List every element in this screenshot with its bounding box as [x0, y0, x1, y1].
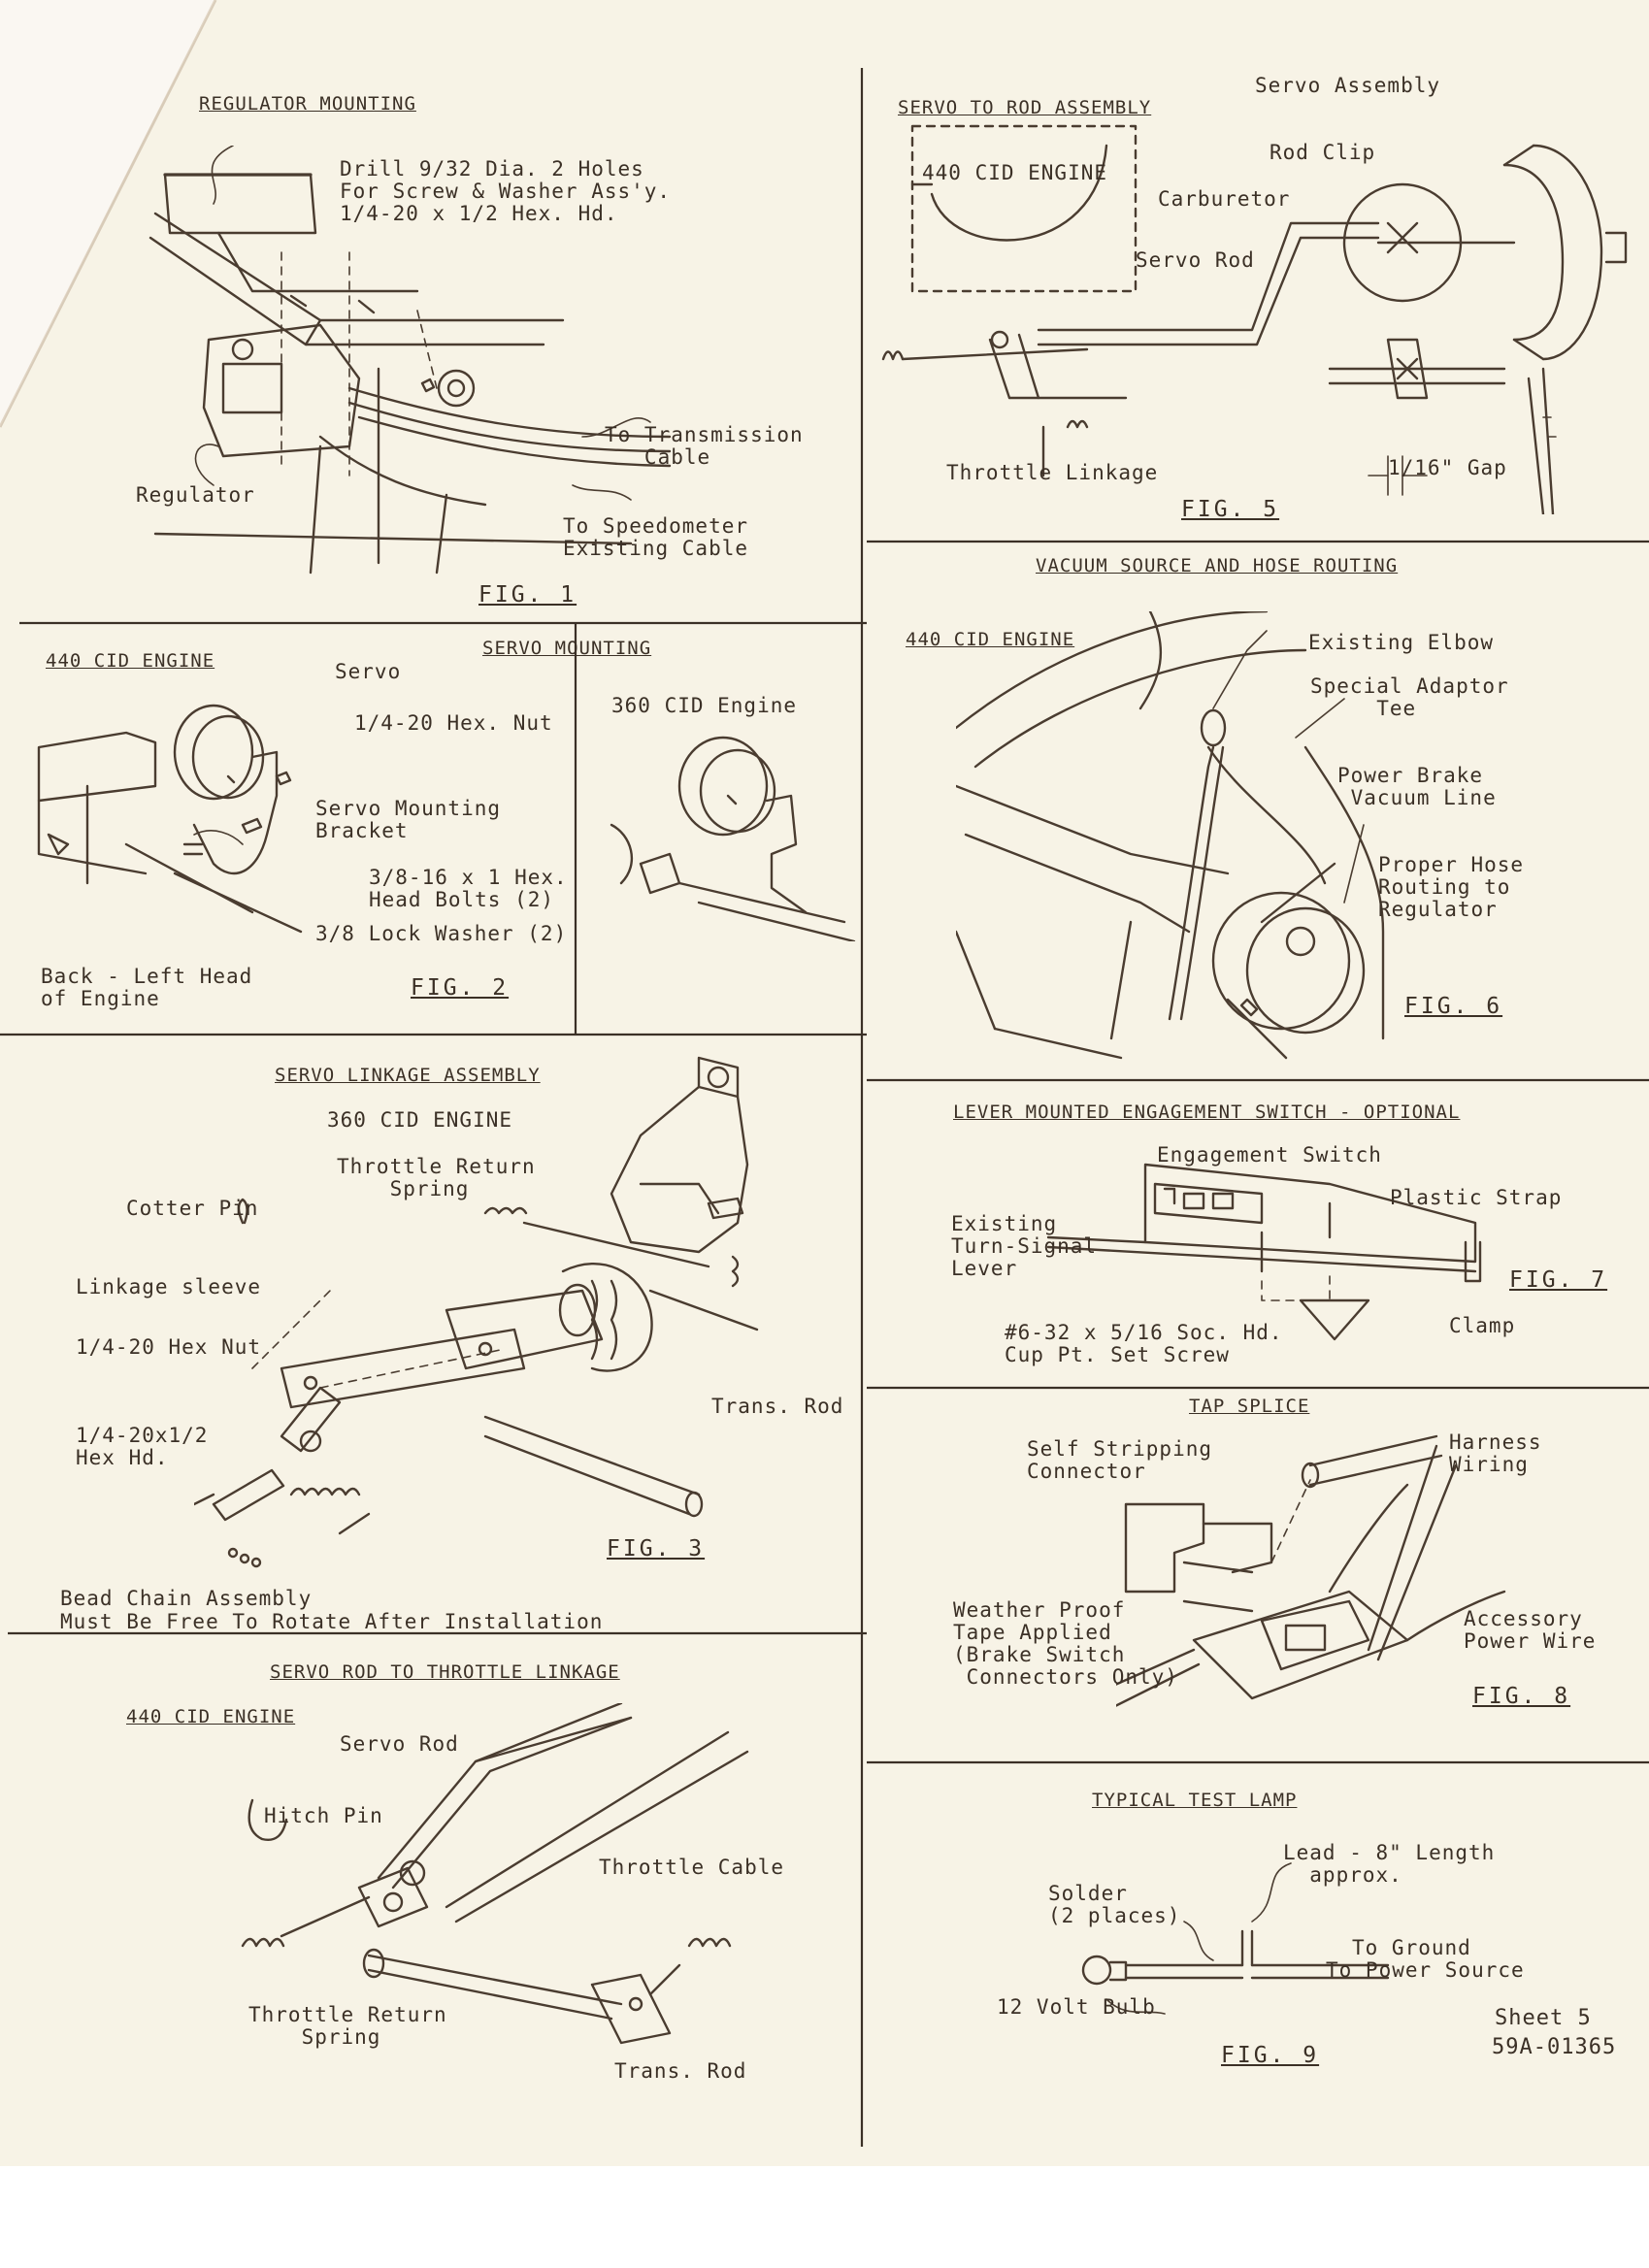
fig7-clamp-label: Clamp	[1449, 1314, 1516, 1337]
fig5-drawing	[881, 124, 1628, 514]
fig9-title: TYPICAL TEST LAMP	[1092, 1790, 1298, 1811]
fig3-bead-chain-label: Bead Chain Assembly	[60, 1587, 313, 1610]
fig2-hex-nut-label: 1/4-20 Hex. Nut	[354, 711, 553, 735]
fig5-caption: FIG. 5	[1181, 497, 1280, 522]
fig9-caption: FIG. 9	[1221, 2043, 1320, 2068]
fig3-return-spring-label: Throttle Return Spring	[337, 1155, 536, 1200]
fig1-drawing	[148, 146, 672, 575]
fig6-vacuum-line-label: Power Brake Vacuum Line	[1337, 764, 1497, 809]
fig7-drawing	[1046, 1163, 1482, 1341]
fig9-lead-label: Lead - 8" Length approx.	[1283, 1841, 1496, 1887]
fig6-engine-label: 440 CID ENGINE	[906, 629, 1075, 650]
fig4-hitch-pin-label: Hitch Pin	[264, 1804, 383, 1827]
fig9-solder-label: Solder (2 places)	[1048, 1882, 1181, 1927]
fig8-title: TAP SPLICE	[1189, 1396, 1310, 1417]
fig2-bolts-label: 3/8-16 x 1 Hex. Head Bolts (2)	[369, 866, 568, 911]
fig9-power-label: To Power Source	[1326, 1958, 1525, 1982]
fig4-throttle-cable-label: Throttle Cable	[599, 1856, 785, 1879]
fig7-switch-label: Engagement Switch	[1157, 1143, 1382, 1167]
fig1-regulator-label: Regulator	[136, 483, 255, 507]
fig7-caption: FIG. 7	[1509, 1267, 1608, 1293]
fig9-bulb-label: 12 Volt Bulb	[997, 1995, 1156, 2019]
fig8-connector-label: Self Stripping Connector	[1027, 1437, 1213, 1483]
fig5-carburetor-label: Carburetor	[1158, 187, 1291, 211]
fig2-engine360-label: 360 CID Engine	[611, 694, 798, 717]
fig8-tape-label: Weather Proof Tape Applied (Brake Switch…	[953, 1598, 1178, 1689]
fig3-hex-hd-label: 1/4-20x1/2 Hex Hd.	[76, 1424, 209, 1469]
fig3-title: SERVO LINKAGE ASSEMBLY	[275, 1065, 541, 1086]
fig3-drawing	[194, 1056, 759, 1568]
fig4-return-spring-label: Throttle Return Spring	[248, 2003, 447, 2049]
fig7-screw-label: #6-32 x 5/16 Soc. Hd. Cup Pt. Set Screw	[1005, 1321, 1283, 1366]
fig4-drawing	[241, 1703, 749, 2045]
fig2-360-drawing	[610, 736, 856, 941]
fig6-hose-routing-label: Proper Hose Routing to Regulator	[1378, 853, 1525, 921]
fig4-servo-rod-label: Servo Rod	[340, 1732, 459, 1756]
fig1-drill-label: Drill 9/32 Dia. 2 Holes For Screw & Wash…	[340, 157, 672, 225]
fig2-engine440-label: 440 CID ENGINE	[46, 650, 215, 672]
fig5-title: SERVO TO ROD ASSEMBLY	[898, 97, 1152, 118]
fig5-throttle-linkage-label: Throttle Linkage	[946, 461, 1159, 484]
fig3-must-be-free-label: Must Be Free To Rotate After Installatio…	[60, 1610, 604, 1633]
sheet-number: Sheet 5	[1495, 2006, 1592, 2030]
fig2-back-left-label: Back - Left Head of Engine	[41, 965, 253, 1010]
fig2-bracket-label: Servo Mounting Bracket	[315, 797, 502, 842]
fig9-ground-label: To Ground	[1352, 1936, 1471, 1959]
fig2-drawing	[37, 704, 303, 934]
fig6-title: VACUUM SOURCE AND HOSE ROUTING	[1036, 555, 1399, 576]
fig5-servo-rod-label: Servo Rod	[1136, 248, 1255, 272]
fig3-engine-label: 360 CID ENGINE	[327, 1108, 513, 1132]
fig3-cotter-pin-label: Cotter Pin	[126, 1197, 259, 1220]
fig7-lever-label: Existing Turn-Signal Lever	[951, 1212, 1098, 1280]
fig5-servo-assembly-label: Servo Assembly	[1255, 74, 1441, 97]
fig9-drawing	[1081, 1862, 1390, 2015]
document-code: 59A-01365	[1492, 2035, 1617, 2059]
fig1-title: REGULATOR MOUNTING	[199, 93, 416, 115]
fig3-caption: FIG. 3	[607, 1536, 706, 1561]
fig6-adaptor-label: Special Adaptor Tee	[1310, 674, 1509, 720]
fig2-servo-label: Servo	[335, 660, 402, 683]
fig6-drawing	[956, 611, 1385, 1060]
fig8-drawing	[1116, 1434, 1506, 1707]
fig5-engine-label: 440 CID ENGINE	[922, 161, 1108, 184]
fig6-elbow-label: Existing Elbow	[1308, 631, 1495, 654]
fig2-caption: FIG. 2	[411, 975, 510, 1001]
fig1-transmission-label: To Transmission Cable	[605, 423, 804, 469]
fig3-hex-nut-label: 1/4-20 Hex Nut	[76, 1335, 262, 1359]
fig1-speedometer-label: To Speedometer Existing Cable	[563, 514, 749, 560]
fig6-caption: FIG. 6	[1404, 994, 1503, 1019]
fig2-washer-label: 3/8 Lock Washer (2)	[315, 922, 568, 945]
fig8-harness-label: Harness Wiring	[1449, 1430, 1542, 1476]
fig7-title: LEVER MOUNTED ENGAGEMENT SWITCH - OPTION…	[953, 1101, 1461, 1123]
fig1-caption: FIG. 1	[478, 582, 577, 608]
fig3-sleeve-label: Linkage sleeve	[76, 1275, 262, 1298]
fig4-engine-label: 440 CID ENGINE	[126, 1706, 296, 1727]
fig2-title: SERVO MOUNTING	[482, 638, 652, 659]
fig3-trans-rod-label: Trans. Rod	[711, 1395, 844, 1418]
fig8-accessory-label: Accessory Power Wire	[1464, 1607, 1597, 1653]
fig8-caption: FIG. 8	[1472, 1684, 1571, 1709]
fig5-rod-clip-label: Rod Clip	[1270, 141, 1376, 164]
fig4-title: SERVO ROD TO THROTTLE LINKAGE	[270, 1661, 620, 1683]
fig5-gap-label: 1/16" Gap	[1388, 456, 1507, 479]
fig4-trans-rod-label: Trans. Rod	[614, 2059, 747, 2083]
fig7-strap-label: Plastic Strap	[1390, 1186, 1563, 1209]
